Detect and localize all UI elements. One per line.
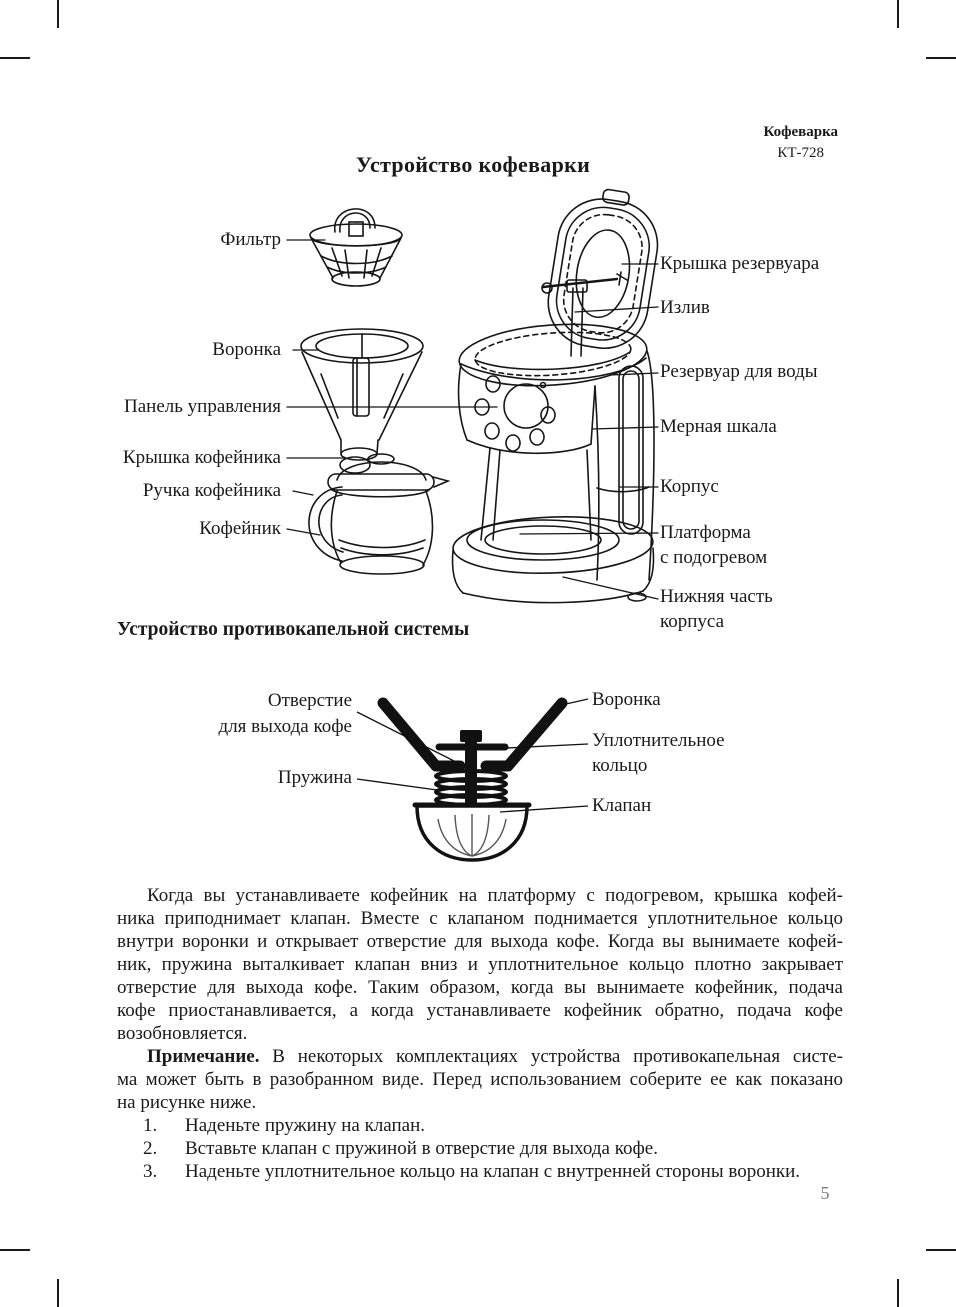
brand-name: Кофеварка <box>763 124 838 140</box>
note-label: Примечание. <box>147 1046 260 1067</box>
label-housing: Корпус <box>660 476 719 497</box>
leader-lines <box>286 239 659 600</box>
paragraph-line: отверстие для выхода кофе. Таким образом… <box>117 977 843 998</box>
carafe-part <box>308 453 451 575</box>
label-measuring-scale: Мерная шкала <box>660 416 777 437</box>
label-valve: Клапан <box>592 795 652 816</box>
valve-dome <box>412 802 532 862</box>
label-carafe-lid: Крышка кофейника <box>122 447 281 468</box>
page-header: Кофеварка КТ-728 <box>763 122 838 164</box>
note-line: Примечание. В некоторых комплектациях ус… <box>147 1046 843 1067</box>
crop-mark <box>926 1249 956 1251</box>
funnel-walls <box>377 697 568 772</box>
paragraph-line: возобновляется. <box>117 1023 248 1044</box>
anti-drip-diagram <box>356 697 589 862</box>
label-carafe: Кофейник <box>199 518 281 539</box>
paragraph-line: кофе приостанавливается, а когда устанав… <box>117 1000 843 1021</box>
model-number: КТ-728 <box>777 145 825 161</box>
funnel-part <box>300 328 424 474</box>
figure1-title: Устройство кофеварки <box>355 152 591 177</box>
section-heading: Устройство противокапельной системы <box>117 619 470 640</box>
crop-mark <box>57 0 59 28</box>
label-funnel2: Воронка <box>592 689 661 710</box>
list-item: 3.Наденьте уплотнительное кольцо на клап… <box>143 1161 801 1182</box>
label-water-reservoir: Резервуар для воды <box>660 361 818 382</box>
label-reservoir-lid: Крышка резервуара <box>660 253 820 274</box>
paragraph-line: ника приподнимает клапан. Вместе с клапа… <box>117 908 843 929</box>
label-funnel: Воронка <box>212 339 281 360</box>
paragraph-line: внутри воронки и открывает отверстие для… <box>117 931 843 952</box>
list-item: 1.Наденьте пружину на клапан. <box>143 1115 425 1136</box>
label-spring: Пружина <box>277 767 352 788</box>
label-control-panel: Панель управления <box>124 396 281 417</box>
leader-lines <box>356 698 589 813</box>
crop-mark <box>0 57 30 59</box>
crop-mark <box>926 57 956 59</box>
coffee-maker-diagram <box>286 188 659 604</box>
crop-mark <box>57 1279 59 1307</box>
label-filter: Фильтр <box>220 229 281 250</box>
page-number: 5 <box>820 1183 830 1203</box>
note-line: ма может быть в разобранном виде. Перед … <box>117 1069 843 1090</box>
paragraph-line: ник, пружина выталкивает клапан вниз и у… <box>117 954 843 975</box>
body-text: Когда вы устанавливаете кофейник на плат… <box>117 884 843 1183</box>
crop-mark <box>897 0 899 28</box>
note-line: на рисунке ниже. <box>117 1092 257 1113</box>
label-spout: Излив <box>660 297 710 318</box>
crop-mark <box>897 1279 899 1307</box>
paragraph-line: Когда вы устанавливаете кофейник на плат… <box>147 885 843 906</box>
crop-mark <box>0 1249 30 1251</box>
machine-body <box>451 188 659 604</box>
list-item: 2.Вставьте клапан с пружиной в отверстие… <box>143 1138 658 1159</box>
label-carafe-handle: Ручка кофейника <box>142 480 281 501</box>
filter-part <box>309 208 403 287</box>
